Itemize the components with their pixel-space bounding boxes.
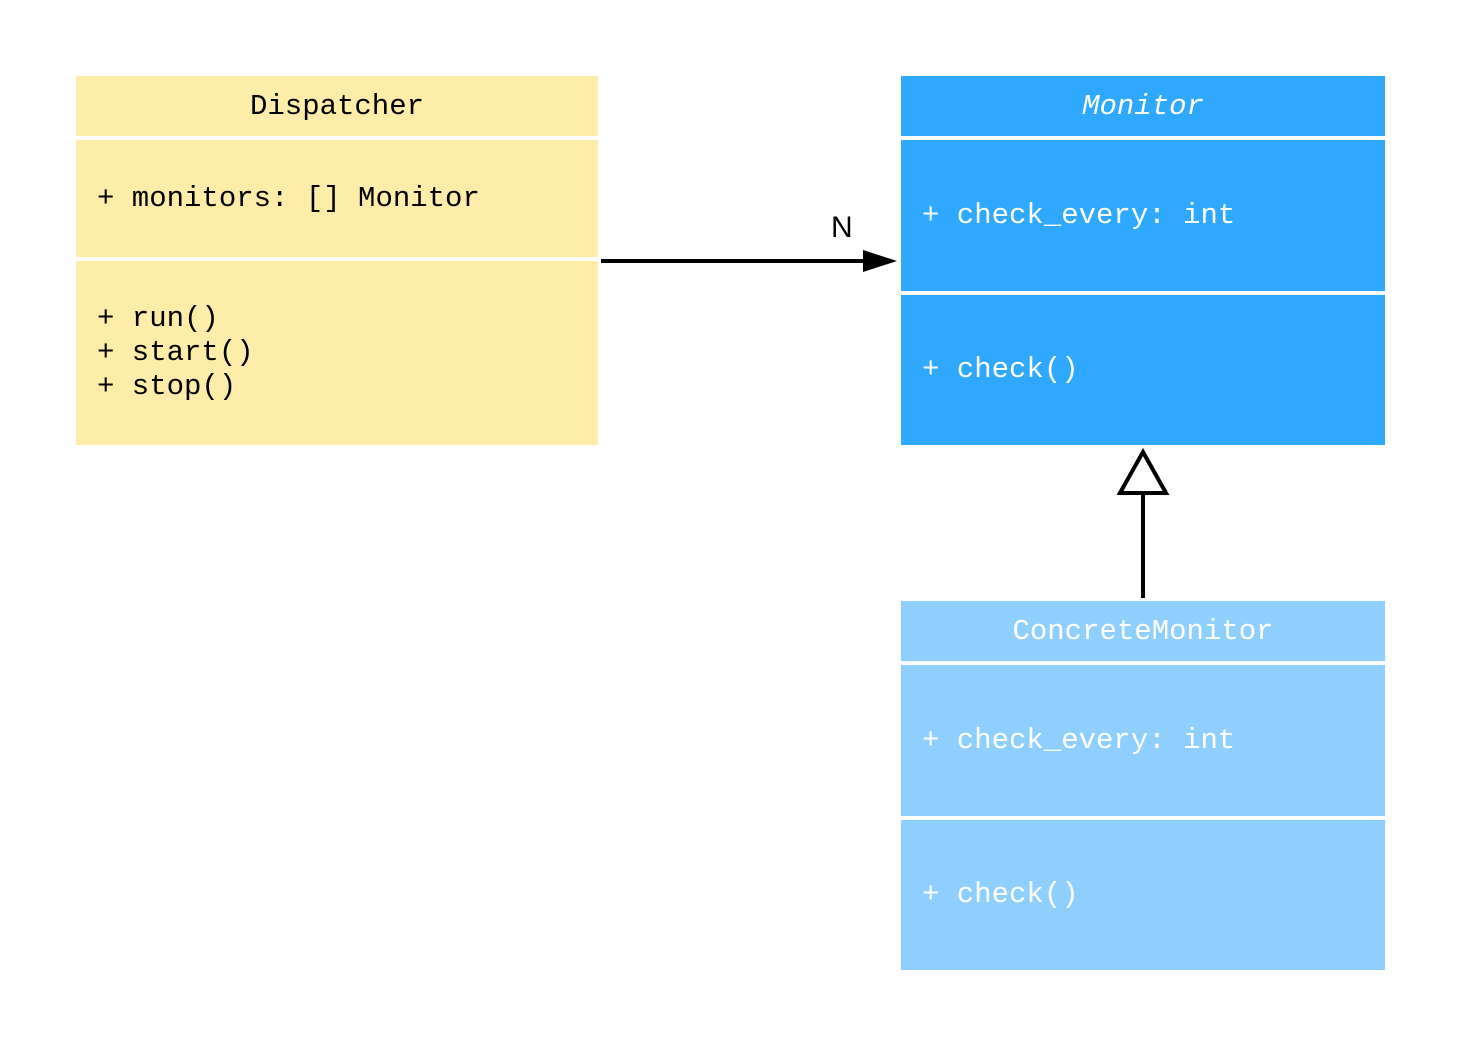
inheritance-arrow xyxy=(1116,447,1170,598)
class-methods: + check() xyxy=(901,820,1385,970)
association-arrow xyxy=(601,250,897,272)
multiplicity-label: N xyxy=(831,211,853,244)
class-attributes: + check_every: int xyxy=(901,140,1385,291)
class-methods: + check() xyxy=(901,295,1385,445)
class-name: Monitor xyxy=(901,76,1385,136)
class-name: ConcreteMonitor xyxy=(901,601,1385,661)
class-name: Dispatcher xyxy=(76,76,598,136)
class-attributes: + check_every: int xyxy=(901,665,1385,816)
class-methods: + run() + start() + stop() xyxy=(76,261,598,445)
class-attributes: + monitors: [] Monitor xyxy=(76,140,598,257)
